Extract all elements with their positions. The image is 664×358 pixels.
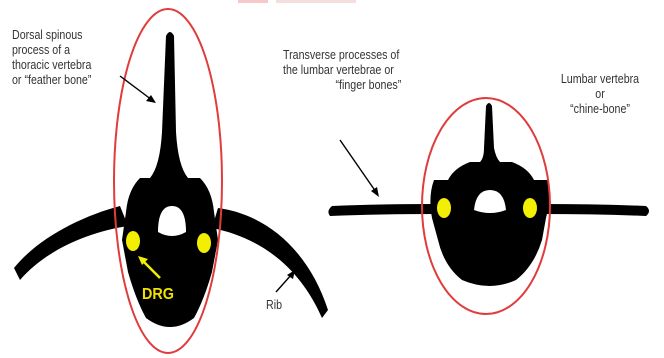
lumbar-spinous-process: [480, 103, 500, 162]
left-lumbar-ganglion: [437, 198, 451, 218]
rib-label: Rib: [266, 297, 282, 312]
right-transverse-process: [540, 204, 649, 216]
transverse-leader-arrowhead: [371, 187, 379, 197]
lumbar-label: Lumbar vertebra or “chine-bone”: [555, 71, 645, 116]
thoracic-label: Dorsal spinous process of a thoracic ver…: [12, 27, 91, 87]
transverse-label: Transverse processes of the lumbar verte…: [283, 47, 401, 92]
right-dorsal-root-ganglion: [197, 233, 211, 253]
lumbar-vertebra: [328, 98, 649, 314]
left-dorsal-root-ganglion: [126, 231, 140, 251]
right-lumbar-ganglion: [523, 198, 537, 218]
left-rib: [14, 206, 128, 280]
lumbar-body: [430, 162, 549, 286]
drg-label: DRG: [142, 286, 174, 304]
dorsal-spinous-process: [150, 32, 188, 178]
transverse-leader-line: [340, 140, 376, 192]
thoracic-leader-line: [120, 76, 152, 100]
header-artifact: [238, 0, 356, 3]
